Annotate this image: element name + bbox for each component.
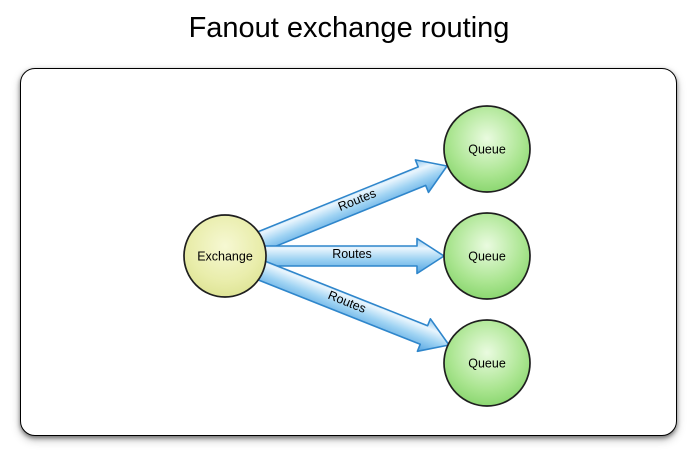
queue-label-middle: Queue bbox=[468, 250, 506, 264]
node-queue-bottom: Queue bbox=[443, 319, 531, 407]
queue-circle-top bbox=[443, 105, 531, 193]
queue-circle-middle bbox=[443, 212, 531, 300]
queue-label-top: Queue bbox=[468, 143, 506, 157]
node-queue-middle: Queue bbox=[443, 212, 531, 300]
queue-circle-bottom bbox=[443, 319, 531, 407]
exchange-circle bbox=[183, 214, 267, 298]
edge-label-routes-middle: Routes bbox=[332, 247, 372, 261]
exchange-label: Exchange bbox=[197, 250, 253, 264]
edge-routes-bottom: Routes bbox=[220, 245, 450, 353]
node-queue-top: Queue bbox=[443, 105, 531, 193]
node-exchange: Exchange bbox=[183, 214, 267, 298]
edge-routes-top: Routes bbox=[220, 159, 448, 267]
diagram-title: Fanout exchange routing bbox=[188, 12, 510, 44]
queue-label-bottom: Queue bbox=[468, 357, 506, 371]
